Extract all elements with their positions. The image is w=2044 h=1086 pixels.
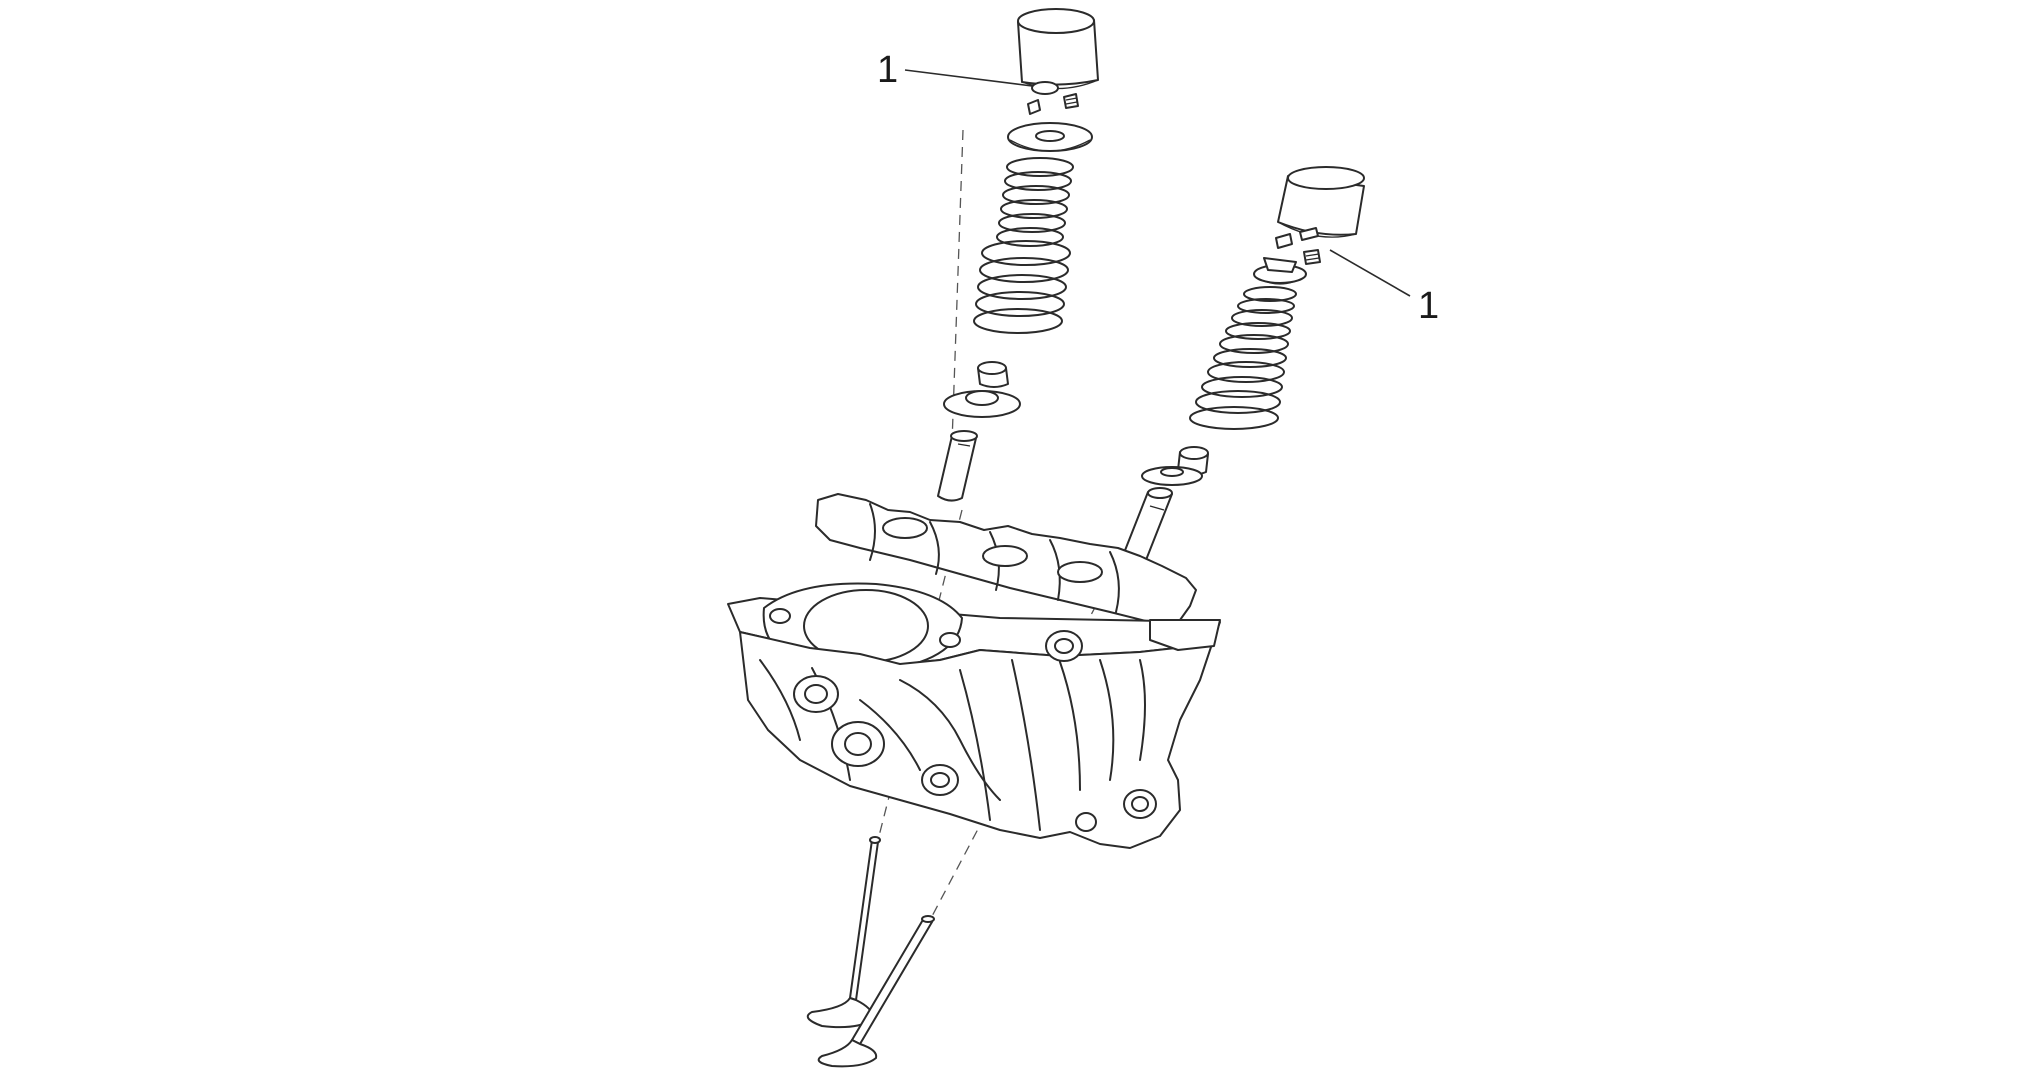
left-valve [806,836,881,1029]
right-spring-seat [1141,466,1203,486]
callout-top-left: 1 [877,49,1033,91]
right-valve-assembly [817,166,1365,1068]
left-spring-retainer [1007,122,1093,152]
left-stem-seal [977,361,1009,388]
right-tappet-bucket [1277,166,1365,238]
left-inner-spring [996,157,1074,247]
left-valve-guide [937,430,978,502]
right-valve [817,915,935,1068]
left-valve-assembly [806,8,1099,1029]
right-shim-keepers [1275,227,1321,265]
left-spring-seat [943,390,1021,418]
head-bolt-bosses [793,630,1157,832]
callout-label: 1 [1418,285,1439,327]
left-shim-keepers [1027,81,1079,115]
left-tappet-bucket [1017,8,1099,90]
right-valve-spring [1189,286,1297,430]
left-outer-spring [973,240,1071,334]
right-spring-retainer [1253,257,1307,285]
cylinder-head [727,493,1221,849]
callout-label: 1 [877,49,898,91]
callout-right: 1 [1329,249,1439,327]
